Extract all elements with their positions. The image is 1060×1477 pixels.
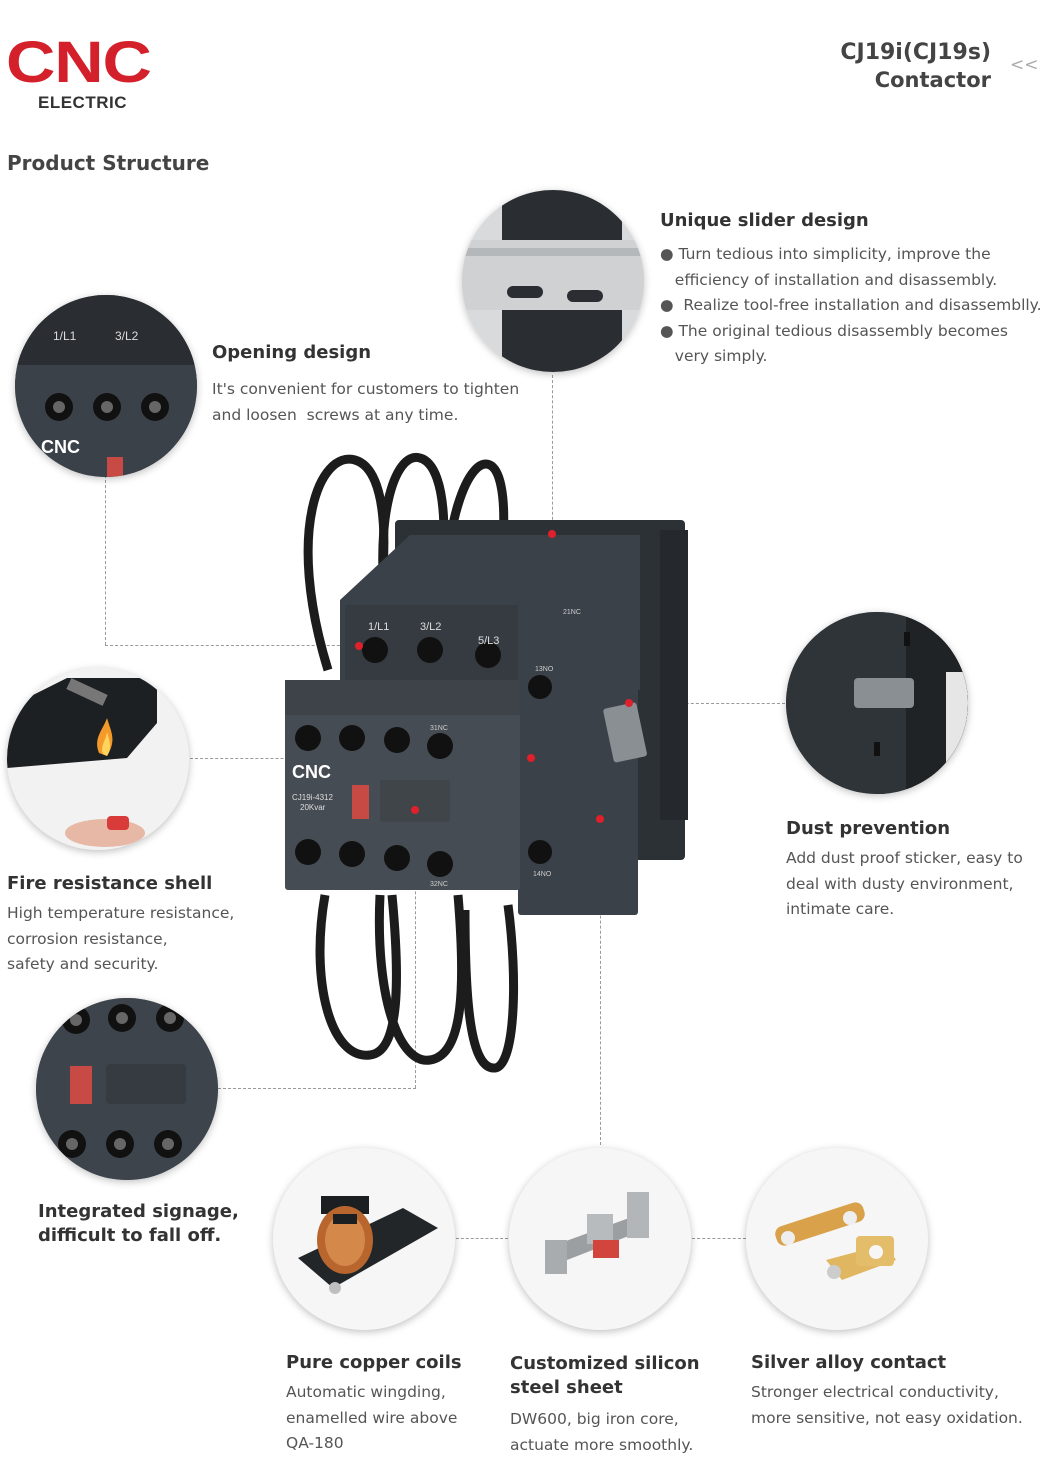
description-line: High temperature resistance, (7, 904, 235, 922)
description-line: safety and security. (7, 955, 159, 973)
description-line: QA-180 (286, 1434, 344, 1452)
copper-coil-image (273, 1148, 455, 1330)
device-brand-text: CNC (41, 437, 80, 457)
terminal-label: 1/L1 (368, 621, 389, 633)
section-title: Product Structure (7, 151, 210, 175)
connector-line (218, 1088, 416, 1089)
silver-contact-image (746, 1148, 928, 1330)
device-brand-text: CNC (292, 762, 331, 782)
marker-dot (355, 642, 363, 650)
description-line: actuate more smoothly. (510, 1435, 694, 1454)
description-line: deal with dusty environment, (786, 874, 1014, 893)
device-model-label: CJ19i-4312 (292, 793, 333, 802)
marker-dot (625, 699, 633, 707)
terminal-label: 1/L1 (53, 329, 77, 343)
silver-contact-description: Stronger electrical conductivity, more s… (751, 1380, 1023, 1431)
connector-line (105, 645, 360, 646)
description-line: Automatic wingding, (286, 1383, 446, 1401)
opening-design-description: It's convenient for customers to tighten… (212, 377, 519, 428)
brand-logo: CNC (6, 30, 152, 95)
marker-dot (548, 530, 556, 538)
aux-label: 32NC (430, 881, 448, 888)
connector-line (630, 703, 785, 704)
slider-bullet: ● The original tedious disassembly becom… (660, 321, 1008, 340)
back-chevron-icon[interactable]: << (1010, 55, 1039, 75)
description-line: corrosion resistance, (7, 929, 168, 948)
description-line: enamelled wire above (286, 1408, 458, 1427)
description-line: It's convenient for customers to tighten (212, 380, 520, 398)
marker-dot (411, 806, 419, 814)
copper-coils-title: Pure copper coils (286, 1352, 462, 1373)
signage-detail-image (36, 998, 218, 1180)
copper-coils-description: Automatic wingding, enamelled wire above… (286, 1380, 457, 1457)
steel-sheet-image (509, 1148, 691, 1330)
fire-resistance-title: Fire resistance shell (7, 873, 213, 894)
steel-sheet-description: DW600, big iron core, actuate more smoot… (510, 1407, 693, 1458)
description-line: and loosen screws at any time. (212, 405, 459, 424)
dust-prevention-description: Add dust proof sticker, easy to deal wit… (786, 846, 1023, 923)
slider-bullet: ● Realize tool-free installation and dis… (660, 296, 1042, 314)
terminal-label: 5/L3 (478, 635, 499, 647)
connector-line (600, 820, 601, 1145)
aux-label: 13NO (535, 666, 554, 673)
signage-title-line: Integrated signage, (38, 1201, 239, 1222)
slider-bullet: ● Turn tedious into simplicity, improve … (660, 245, 991, 263)
description-line: DW600, big iron core, (510, 1410, 679, 1428)
aux-label: 21NC (563, 609, 581, 616)
description-line: intimate care. (786, 900, 895, 918)
product-type: Contactor (874, 68, 991, 92)
terminal-label: 3/L2 (115, 329, 139, 343)
silver-contact-title: Silver alloy contact (751, 1352, 947, 1373)
connector-line (456, 1238, 508, 1239)
connector-line (552, 375, 553, 535)
signage-title-line: difficult to fall off. (38, 1225, 222, 1246)
slider-bullet: very simply. (660, 347, 768, 365)
opening-detail-image: 1/L1 3/L2 CNC (15, 295, 197, 477)
description-line: more sensitive, not easy oxidation. (751, 1408, 1023, 1427)
marker-dot (596, 815, 604, 823)
contactor-device-image: 1/L1 3/L2 5/L3 13NO 14NO 21NC CNC CJ19i-… (285, 452, 688, 1073)
description-line: Stronger electrical conductivity, (751, 1383, 999, 1401)
steel-sheet-title-line: Customized silicon (510, 1353, 700, 1374)
aux-label: 14NO (533, 871, 552, 878)
brand-logo-subtitle: ELECTRIC (38, 93, 127, 112)
description-line: Add dust proof sticker, easy to (786, 849, 1023, 867)
dust-detail-image (786, 612, 968, 794)
signage-title: Integrated signage, difficult to fall of… (38, 1200, 239, 1248)
fire-resistance-description: High temperature resistance, corrosion r… (7, 901, 234, 978)
device-rating-label: 20Kvar (300, 803, 326, 812)
slider-detail-image (462, 190, 644, 372)
slider-design-title: Unique slider design (660, 210, 869, 231)
fire-resistance-image (7, 668, 189, 850)
connector-line (415, 812, 416, 1088)
aux-label: 31NC (430, 725, 448, 732)
marker-dot (527, 754, 535, 762)
dust-prevention-title: Dust prevention (786, 818, 951, 839)
product-model: CJ19i(CJ19s) (840, 40, 991, 65)
connector-line (692, 1238, 746, 1239)
opening-design-title: Opening design (212, 342, 372, 363)
slider-design-description: ● Turn tedious into simplicity, improve … (660, 242, 1042, 370)
terminal-label: 3/L2 (420, 621, 441, 633)
slider-bullet: efficiency of installation and disassemb… (660, 270, 998, 289)
steel-sheet-title: Customized silicon steel sheet (510, 1352, 700, 1400)
connector-line (105, 475, 106, 645)
steel-sheet-title-line: steel sheet (510, 1377, 623, 1398)
